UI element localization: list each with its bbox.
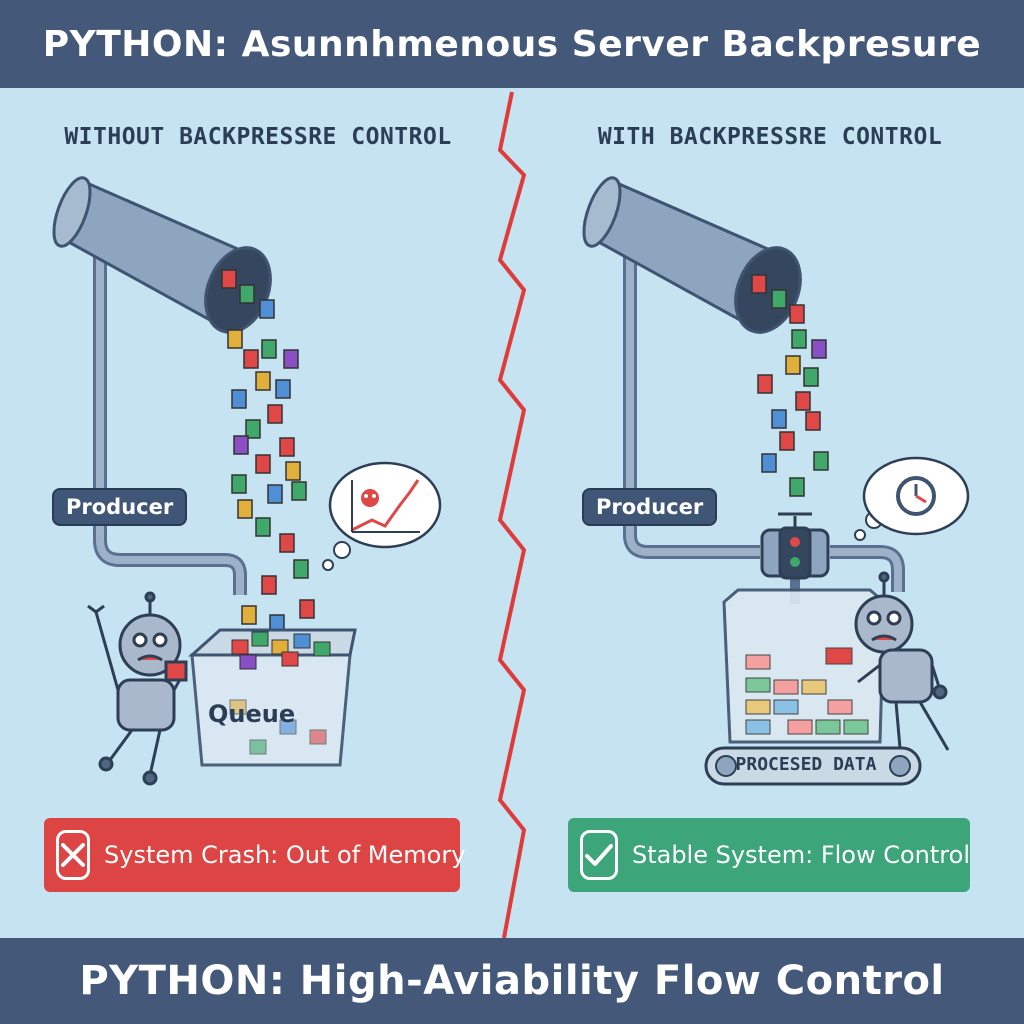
processed-data-label: PROCESED DATA [735, 754, 877, 775]
crash-status-text: System Crash: Out of Memory [104, 841, 466, 869]
clock-thought-bubble [854, 456, 970, 541]
left-data-blocks [221, 269, 315, 634]
page-title: PYTHON: Asunnhmenous Server Backpresure [42, 23, 982, 65]
title-banner: PYTHON: Asunnhmenous Server Backpresure [0, 0, 1024, 88]
footer-title: PYTHON: High-Aviability Flow Control [79, 958, 945, 1004]
conveyor-belt [704, 746, 922, 786]
divider-line [497, 91, 527, 939]
error-x-icon [56, 830, 90, 880]
flow-control-valve [760, 512, 830, 580]
left-producer-pipe [52, 176, 272, 595]
right-producer-label: Producer [582, 488, 718, 526]
queue-label: Queue [208, 700, 296, 728]
queue-box [188, 628, 357, 767]
left-panel-heading: WITHOUT BACKPRESSRE CONTROL [64, 124, 452, 150]
processing-tank [722, 588, 886, 744]
left-producer-label: Producer [52, 488, 188, 526]
checkmark-icon [580, 830, 618, 880]
crash-thought-bubble [322, 461, 442, 571]
stable-status-banner: Stable System: Flow Control [568, 818, 970, 892]
right-panel-heading: WITH BACKPRESSRE CONTROL [597, 124, 943, 150]
right-producer-pipe [582, 176, 905, 604]
right-robot [854, 571, 950, 751]
stable-status-text: Stable System: Flow Control [631, 841, 970, 869]
left-robot [87, 591, 188, 786]
crash-status-banner: System Crash: Out of Memory [44, 818, 465, 892]
footer-banner: PYTHON: High-Aviability Flow Control [0, 938, 1024, 1024]
right-data-blocks [751, 274, 829, 497]
